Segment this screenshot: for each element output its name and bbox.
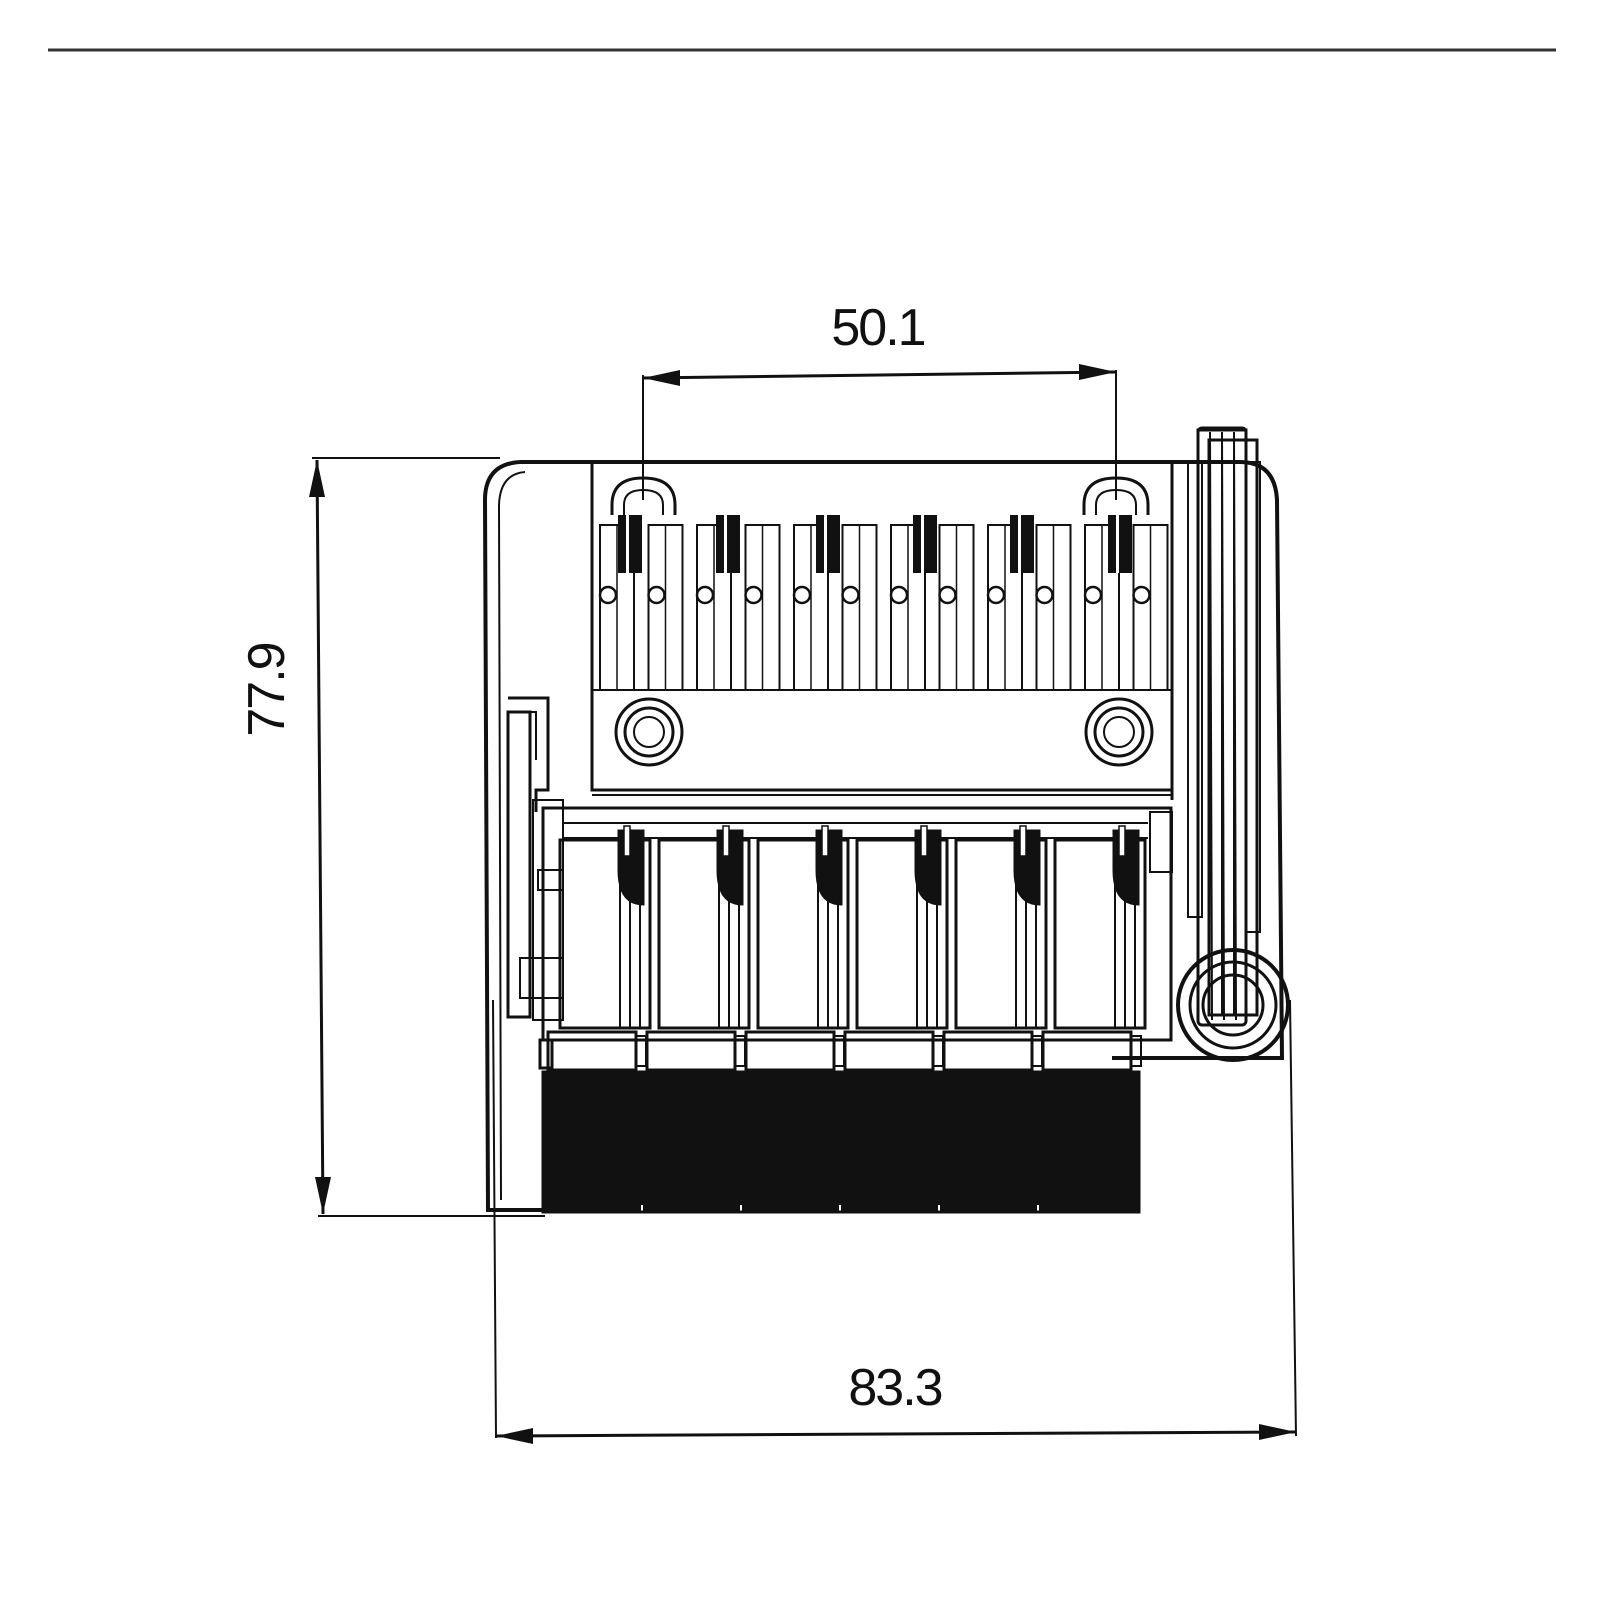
string-end-clamp: [1010, 515, 1034, 573]
saddle: [855, 825, 949, 1030]
saddle-base: [645, 1030, 746, 1072]
arrowhead-left: [496, 1428, 533, 1444]
saddle: [657, 825, 751, 1030]
saddles: [558, 825, 1147, 1030]
saddle-base: [843, 1030, 944, 1072]
extension-line-left: [492, 999, 497, 1439]
arrowhead-right: [1259, 1424, 1296, 1440]
saddle: [954, 825, 1048, 1030]
arrowhead-top: [309, 460, 325, 497]
tuner-slot: [938, 524, 975, 691]
dimension-line: [642, 370, 1117, 380]
mounting-hole-left: [614, 697, 684, 767]
side-bracket-left: [506, 696, 564, 1070]
saddle-base: [546, 1030, 647, 1072]
dimension-label-overall-width: 83.3: [848, 1359, 941, 1417]
string-end-clamp: [816, 515, 840, 573]
dimension-overall-length: 77.9: [238, 457, 545, 1217]
saddle-base: [744, 1030, 845, 1072]
tuner-slot: [744, 524, 781, 691]
tremolo-arm: [1187, 426, 1261, 1027]
tuner-slot: [792, 524, 829, 691]
saddle-housing: [541, 806, 1173, 1042]
string-end-clamp: [716, 515, 740, 573]
tuner-slot: [647, 524, 684, 691]
arrowhead-right: [1079, 364, 1116, 380]
string-end-clamp: [618, 515, 642, 573]
saddle-base-strip: [546, 1030, 1142, 1072]
saddle: [756, 825, 850, 1030]
arrowhead-left: [643, 370, 680, 386]
saddle: [558, 825, 652, 1030]
tremolo-pivot-housing: [1176, 438, 1290, 1062]
tuner-slot: [889, 524, 926, 691]
tuner-slot: [598, 524, 635, 691]
saddle-rail-endcap-right: [1149, 811, 1173, 873]
pivot-screw-right-ear: [1082, 476, 1150, 515]
baseplate-inner-outline: [497, 471, 526, 1201]
dimension-label-screw-spacing: 50.1: [831, 299, 924, 357]
saddle-base: [942, 1030, 1043, 1072]
string-end-clamp: [1108, 515, 1132, 573]
extension-line-right: [1289, 999, 1297, 1437]
dimension-overall-width: 83.3: [492, 999, 1297, 1444]
bridge-body: [482, 426, 1290, 1214]
tuner-slot: [1132, 524, 1169, 691]
tuner-slot: [1035, 524, 1072, 691]
saddle: [1053, 825, 1147, 1030]
dimension-line: [495, 1430, 1297, 1438]
dimension-label-overall-length: 77.9: [238, 643, 296, 736]
pivot-screw-left-ear: [610, 476, 677, 515]
arrowhead-bottom: [315, 1177, 331, 1214]
fine-tuner-slots: [598, 462, 1174, 800]
tremolo-arm-cap-top: [1196, 428, 1248, 440]
tuner-slot: [986, 524, 1023, 691]
mounting-hole-right: [1084, 697, 1154, 767]
tremolo-arm-collar: [1187, 461, 1203, 918]
baseplate-outline: [482, 460, 1285, 1212]
string-end-clamp: [913, 515, 937, 573]
saddle-base: [1041, 1030, 1142, 1072]
dimension-line: [315, 459, 325, 1215]
dimension-screw-spacing: 50.1: [642, 299, 1117, 500]
tuner-slot: [1083, 524, 1120, 691]
tuner-slot: [695, 524, 732, 691]
tuner-slot: [841, 524, 878, 691]
string-lock-block: [541, 1070, 1141, 1214]
